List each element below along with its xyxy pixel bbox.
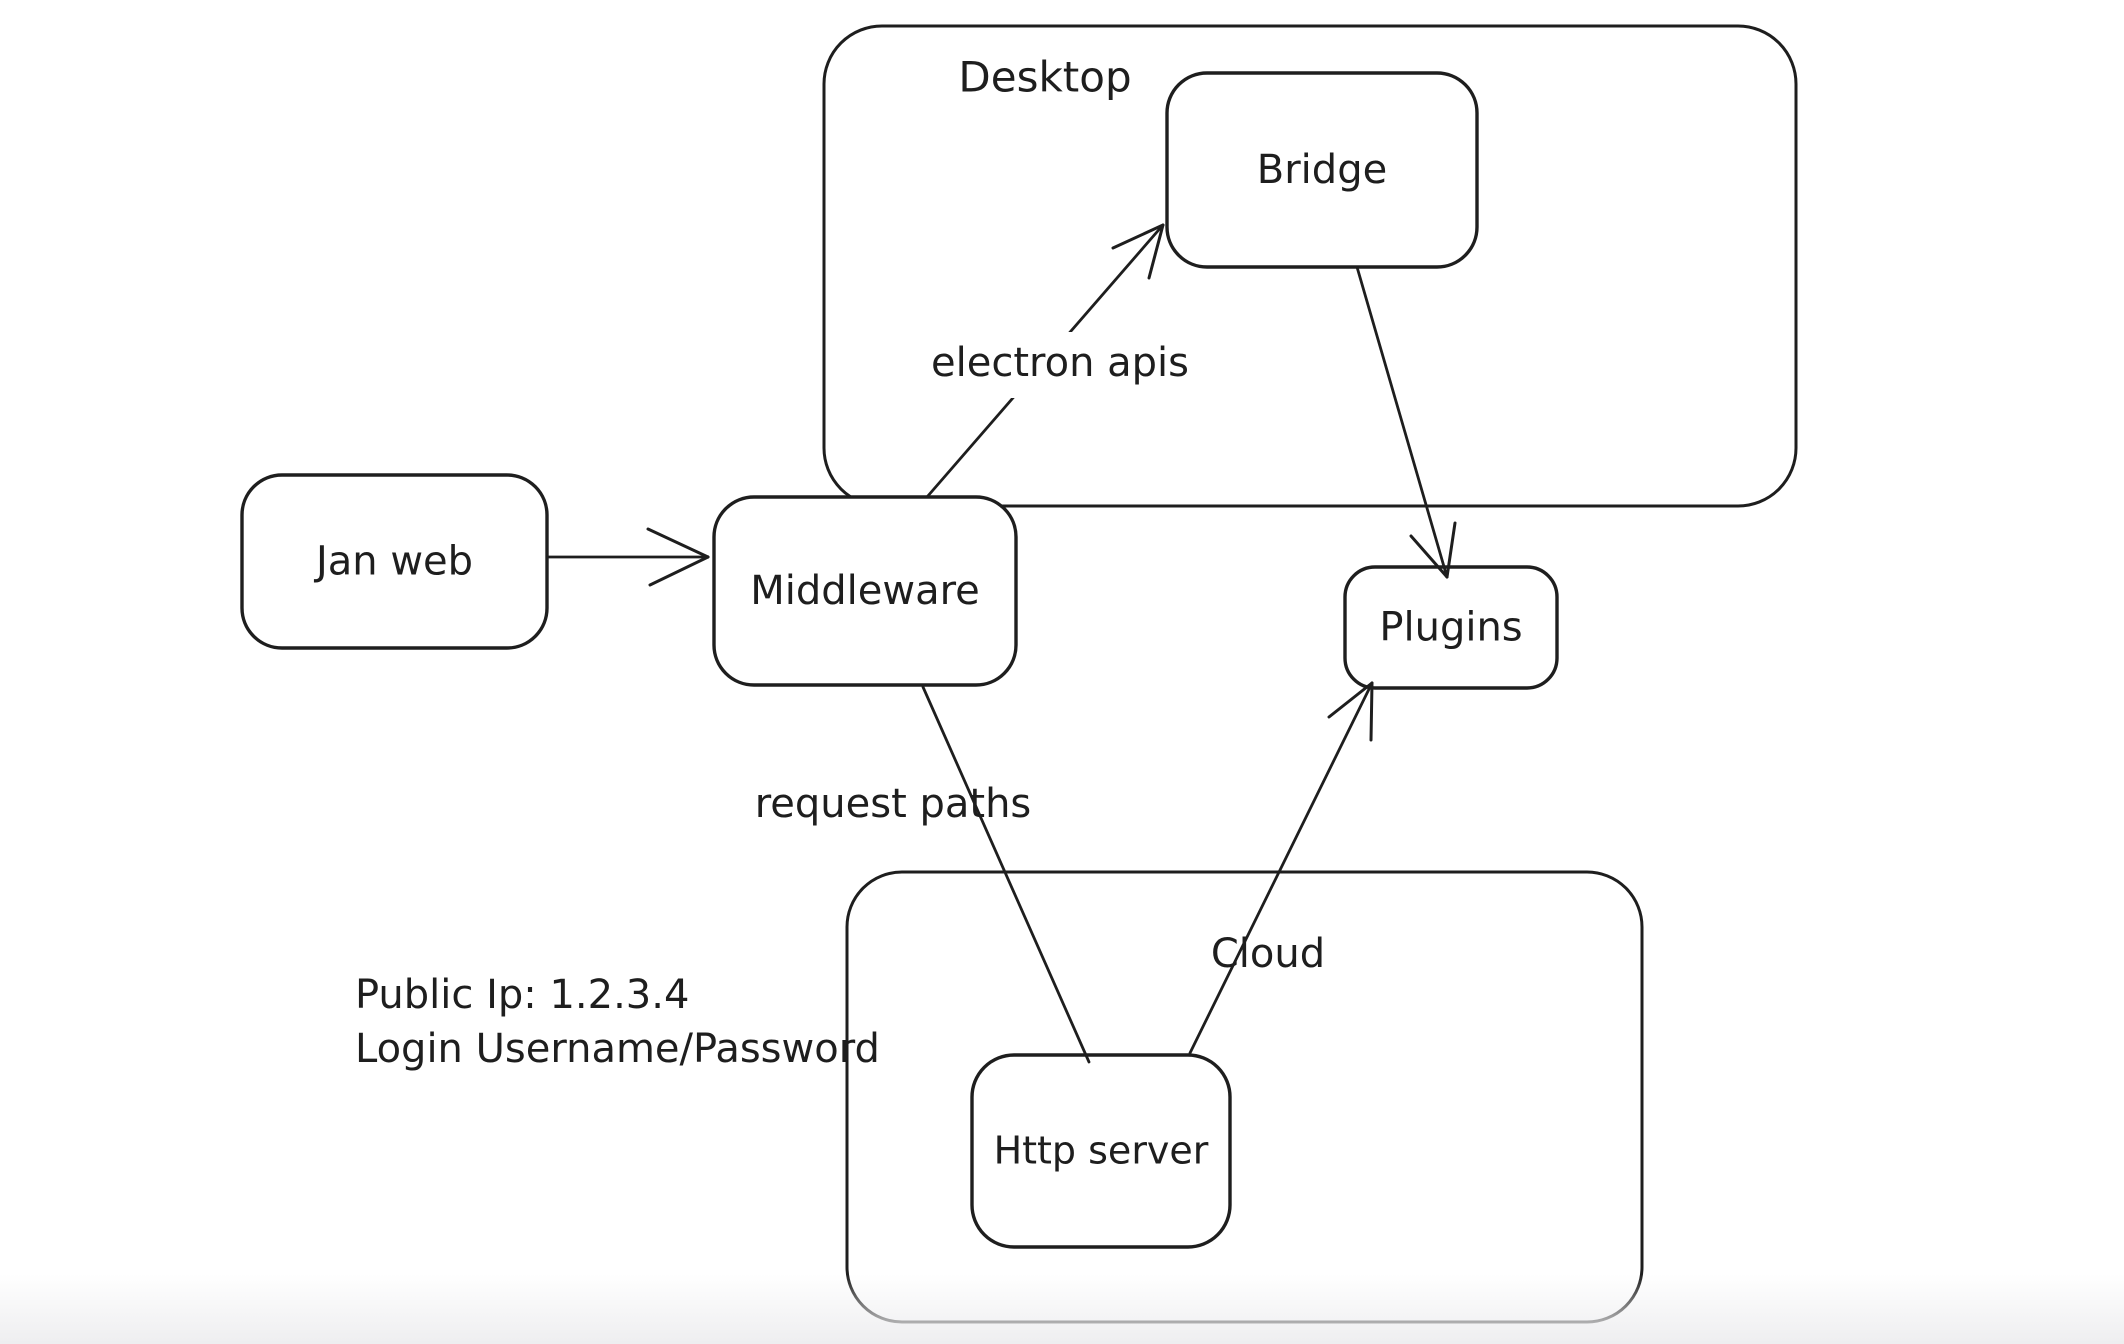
bridge-node[interactable]: Bridge — [1165, 71, 1479, 269]
plugins-node[interactable]: Plugins — [1343, 565, 1559, 690]
desktop-container-label: Desktop — [958, 53, 1131, 102]
bridge-node-label: Bridge — [1257, 147, 1387, 193]
jan-web-node-label: Jan web — [313, 539, 473, 585]
edge-janweb-middleware-arrowhead — [646, 527, 710, 559]
edge-middleware-httpserver-line[interactable] — [921, 685, 1091, 1064]
edge-middleware-bridge-label-group[interactable]: electron apis — [928, 332, 1192, 398]
edge-bridge-plugins-arrowhead — [1409, 534, 1449, 579]
edge-bridge-plugins-line[interactable] — [1355, 265, 1449, 579]
desktop-container-box[interactable] — [822, 24, 1798, 508]
edge-janweb-middleware[interactable] — [545, 527, 710, 587]
http-server-node[interactable]: Http server — [970, 1053, 1232, 1249]
public-ip-text-text: Public Ip: 1.2.3.4 — [355, 972, 689, 1018]
edge-httpserver-plugins-line[interactable] — [1188, 681, 1374, 1055]
plugins-node-box[interactable] — [1343, 565, 1559, 690]
plugins-node-label: Plugins — [1379, 605, 1522, 651]
edge-middleware-bridge-label: electron apis — [931, 340, 1189, 386]
request-paths-label-text: request paths — [755, 781, 1032, 827]
edge-middleware-bridge-arrowhead — [1111, 223, 1165, 250]
http-server-node-label: Http server — [994, 1129, 1209, 1173]
jan-web-node-box[interactable] — [240, 473, 549, 650]
edge-httpserver-plugins[interactable] — [1188, 681, 1374, 1055]
edge-bridge-plugins-arrowhead — [1445, 521, 1457, 579]
cloud-container-label: Cloud — [1211, 931, 1325, 977]
jan-web-node[interactable]: Jan web — [240, 473, 549, 650]
bridge-node-box[interactable] — [1165, 71, 1479, 269]
edge-middleware-httpserver[interactable] — [921, 685, 1091, 1064]
http-server-node-box[interactable] — [970, 1053, 1232, 1249]
login-text-text: Login Username/Password — [355, 1026, 880, 1072]
edge-middleware-bridge-label-bg — [928, 332, 1192, 398]
middleware-node-box[interactable] — [712, 495, 1018, 687]
edge-middleware-bridge-arrowhead — [1147, 223, 1165, 280]
edge-janweb-middleware-arrowhead — [648, 555, 710, 587]
desktop-container[interactable]: Desktop — [822, 24, 1798, 508]
edge-bridge-plugins[interactable] — [1355, 265, 1457, 579]
middleware-node[interactable]: Middleware — [712, 495, 1018, 687]
edge-httpserver-plugins-arrowhead — [1369, 681, 1374, 742]
login-text[interactable]: Login Username/Password — [355, 1026, 880, 1072]
public-ip-text[interactable]: Public Ip: 1.2.3.4 — [355, 972, 689, 1018]
request-paths-label[interactable]: request paths — [755, 781, 1032, 827]
middleware-node-label: Middleware — [750, 568, 980, 614]
edge-httpserver-plugins-arrowhead — [1327, 681, 1374, 719]
